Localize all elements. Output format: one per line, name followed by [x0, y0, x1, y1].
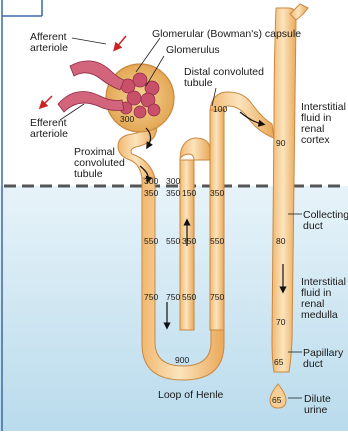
osm-int-750: 750 — [166, 292, 180, 302]
osm-distal-top: 100 — [213, 104, 227, 114]
osm-loop-bottom: 900 — [175, 355, 189, 365]
osm-asc-thick-550: 550 — [210, 236, 224, 246]
osm-urine: 65 — [272, 395, 282, 405]
capsule-label: Glomerular (Bowman's) capsule — [152, 28, 301, 40]
osm-desc-300: 300 — [144, 176, 158, 186]
osm-asc-thick-750: 750 — [210, 292, 224, 302]
loop-of-henle-label: Loop of Henle — [158, 389, 224, 401]
osm-asc-thick-350: 350 — [210, 188, 224, 198]
osm-collecting-cortex: 90 — [276, 138, 286, 148]
osm-int-550: 550 — [166, 236, 180, 246]
osm-collecting-medulla: 80 — [276, 236, 286, 246]
efferent-label: Efferent arteriole — [30, 117, 70, 140]
osm-papillary: 65 — [274, 357, 284, 367]
osm-asc-thin-350: 350 — [182, 236, 196, 246]
osm-collecting-deep: 70 — [276, 317, 286, 327]
afferent-label: Afferent arteriole — [30, 31, 70, 54]
osm-capsule: 300 — [120, 114, 134, 124]
osm-desc-350: 350 — [144, 188, 158, 198]
osm-asc-thin-150: 150 — [182, 188, 196, 198]
osm-desc-750: 750 — [144, 292, 158, 302]
osm-desc-550: 550 — [144, 236, 158, 246]
osm-int-350: 350 — [166, 188, 180, 198]
osm-asc-thin-550: 550 — [182, 292, 196, 302]
glomerulus-label: Glomerulus — [166, 44, 220, 56]
osm-int-300: 300 — [166, 176, 180, 186]
